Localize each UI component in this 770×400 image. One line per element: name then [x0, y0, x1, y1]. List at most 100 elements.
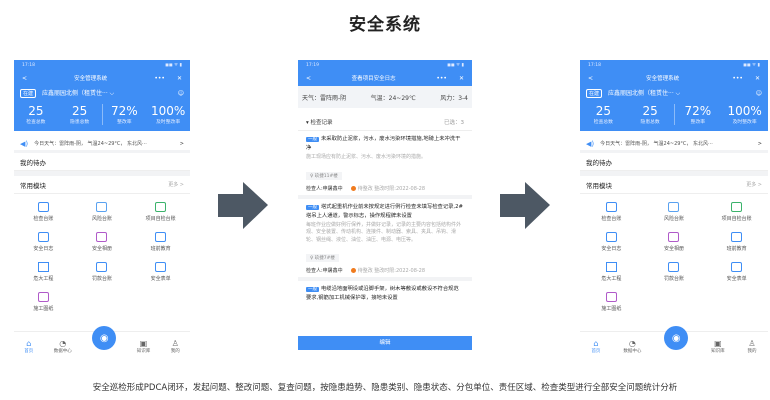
tab-data-center[interactable]: ◔数据中心 [623, 339, 642, 354]
chevron-right-icon: > [179, 140, 184, 147]
module-construction-drawing[interactable]: 施工图纸 [14, 292, 73, 312]
camera-button[interactable]: ◉ [664, 326, 689, 350]
project-name[interactable]: 应鑫丽园北侧（租赁住··· ⌵ [608, 90, 681, 97]
records-header[interactable]: ▾ 检查记录 已选：3 [298, 113, 472, 131]
tab-mine[interactable]: ♙我的 [170, 339, 180, 354]
photo-icon [96, 232, 108, 242]
todo-section[interactable]: 我的待办 [580, 153, 768, 171]
module-self-check-ledger[interactable]: 项目自检台账 [705, 202, 768, 222]
more-icon[interactable]: ••• [154, 74, 165, 82]
close-icon[interactable]: ✕ [176, 74, 182, 82]
module-safety-form[interactable]: 安全表单 [131, 262, 190, 282]
modules-section-header: 常用模块 更多 > [580, 176, 768, 194]
module-construction-drawing[interactable]: 施工图纸 [580, 292, 643, 312]
nav-bar: < 安全管理系统 ••• ✕ [14, 70, 190, 86]
module-safety-album[interactable]: 安全相册 [643, 232, 706, 252]
status-icons: ◼◼ ᯤ ▮ [743, 63, 760, 68]
status-text: 待整改 [357, 268, 373, 274]
back-icon[interactable]: < [306, 74, 312, 82]
edit-button[interactable]: 编辑 [298, 336, 472, 350]
module-fine-ledger[interactable]: 罚款台账 [643, 262, 706, 282]
tab-mine[interactable]: ♙我的 [747, 339, 757, 354]
stat-rectify-rate[interactable]: 72%整改率 [673, 104, 722, 125]
user-switch-icon[interactable]: ☺ [177, 89, 184, 97]
more-modules-link[interactable]: 更多 > [746, 182, 762, 188]
user-switch-icon[interactable]: ☺ [755, 89, 762, 97]
weather-bar: 天气：雷阵雨-阴 气温：24~29℃ 风力：3-4 [298, 86, 472, 108]
more-modules-link[interactable]: 更多 > [168, 182, 184, 188]
deadline: 整改时限:2022-08-28 [374, 185, 426, 192]
chart-icon: ◔ [59, 339, 67, 348]
status-dot-icon [350, 185, 356, 191]
status-bar: 17:18 ◼◼ ᯤ ▮ [580, 60, 768, 70]
module-major-hazard[interactable]: 危大工程 [14, 262, 73, 282]
more-icon[interactable]: ••• [732, 74, 743, 82]
stat-rectify-rate[interactable]: 72%整改率 [101, 104, 147, 125]
record-item[interactable]: 一般电缆沿地面明设或沿脚手架，树木等敷设或敷设不符合规范要求,钢筋加工机械保护罩… [306, 286, 459, 301]
modules-grid: 检查台账 风险台账 项目自检台账 安全日志 安全相册 班前教育 危大工程 罚款台… [14, 194, 190, 312]
module-safety-form[interactable]: 安全表单 [705, 262, 768, 282]
weather-notice[interactable]: ◀) 今日天气：雷阵雨-阴， 气温24~29°C， 东北风··· > [580, 137, 768, 153]
more-icon[interactable]: ••• [436, 74, 447, 82]
tab-home[interactable]: ⌂首页 [24, 339, 34, 354]
back-icon[interactable]: < [588, 74, 594, 82]
nav-title: 安全管理系统 [74, 76, 108, 82]
close-icon[interactable]: ✕ [754, 74, 760, 82]
todo-section[interactable]: 我的待办 [14, 153, 190, 171]
weather-notice[interactable]: ◀) 今日天气：雷阵雨-阴， 气温24~29°C， 东北风··· > [14, 137, 190, 153]
record-item[interactable]: 一般未采取防止泥浆，污水，废水污染环境措施,地磅上未冲洗干净 施工现场应有防止泥… [298, 131, 472, 199]
module-inspection-ledger[interactable]: 检查台账 [14, 202, 73, 222]
module-inspection-ledger[interactable]: 检查台账 [580, 202, 643, 222]
calendar-icon [37, 232, 49, 242]
checklist-icon [731, 202, 743, 212]
record-item[interactable]: 一般塔式起重机作业前未按规定进行例行检查未填写检查记录,2#塔吊上人通道，警示标… [298, 199, 472, 281]
back-icon[interactable]: < [22, 74, 28, 82]
tab-knowledge-base[interactable]: ▣知识库 [711, 339, 725, 354]
project-selector[interactable]: 在建 应鑫丽园北侧（租赁住··· ⌵ ☺ [14, 86, 190, 100]
phone-home-screen-return: 17:18 ◼◼ ᯤ ▮ < 安全管理系统 ••• ✕ 在建 应鑫丽园北侧（租赁… [580, 60, 768, 357]
drawing-icon [37, 292, 49, 302]
list-icon [668, 262, 680, 272]
photo-icon [668, 232, 680, 242]
status-text: 待整改 [357, 185, 373, 192]
project-selector[interactable]: 在建 应鑫丽园北侧（租赁住··· ⌵ ☺ [580, 86, 768, 100]
module-risk-ledger[interactable]: 风险台账 [643, 202, 706, 222]
project-name[interactable]: 应鑫丽园北侧（租赁住··· ⌵ [42, 90, 115, 97]
status-bar: 17:18 ◼◼ ᯤ ▮ [14, 60, 190, 70]
stat-timely-rate[interactable]: 100%及时整改率 [727, 104, 762, 125]
tab-home[interactable]: ⌂首页 [591, 339, 601, 354]
risk-icon [668, 202, 680, 212]
tab-knowledge-base[interactable]: ▣知识库 [136, 339, 151, 354]
education-icon [731, 232, 743, 242]
deadline: 整改时限:2022-08-28 [374, 268, 426, 274]
camera-button[interactable]: ◉ [92, 326, 117, 350]
module-safety-album[interactable]: 安全相册 [73, 232, 132, 252]
checklist-icon [155, 202, 167, 212]
stat-timely-rate[interactable]: 100%及时整改率 [150, 104, 186, 125]
wind-value: 风力：3-4 [440, 94, 468, 102]
project-status-tag: 在建 [20, 88, 37, 98]
ledger-icon [37, 202, 49, 212]
module-safety-log[interactable]: 安全日志 [580, 232, 643, 252]
phone-home-screen: 17:18 ◼◼ ᯤ ▮ < 安全管理系统 ••• ✕ 在建 应鑫丽园北侧（租赁… [14, 60, 190, 357]
module-risk-ledger[interactable]: 风险台账 [73, 202, 132, 222]
home-icon: ⌂ [593, 339, 599, 348]
nav-bar: < 查看项目安全日志 ••• ✕ [298, 70, 472, 86]
tab-data-center[interactable]: ◔数据中心 [53, 339, 72, 354]
module-pre-shift-education[interactable]: 班前教育 [131, 232, 190, 252]
drawing-icon [605, 292, 617, 302]
book-icon: ▣ [139, 339, 148, 348]
warning-icon [37, 262, 49, 272]
module-self-check-ledger[interactable]: 项目自检台账 [131, 202, 190, 222]
close-icon[interactable]: ✕ [458, 74, 464, 82]
module-major-hazard[interactable]: 危大工程 [580, 262, 643, 282]
module-fine-ledger[interactable]: 罚款台账 [73, 262, 132, 282]
module-pre-shift-education[interactable]: 班前教育 [705, 232, 768, 252]
module-safety-log[interactable]: 安全日志 [14, 232, 73, 252]
